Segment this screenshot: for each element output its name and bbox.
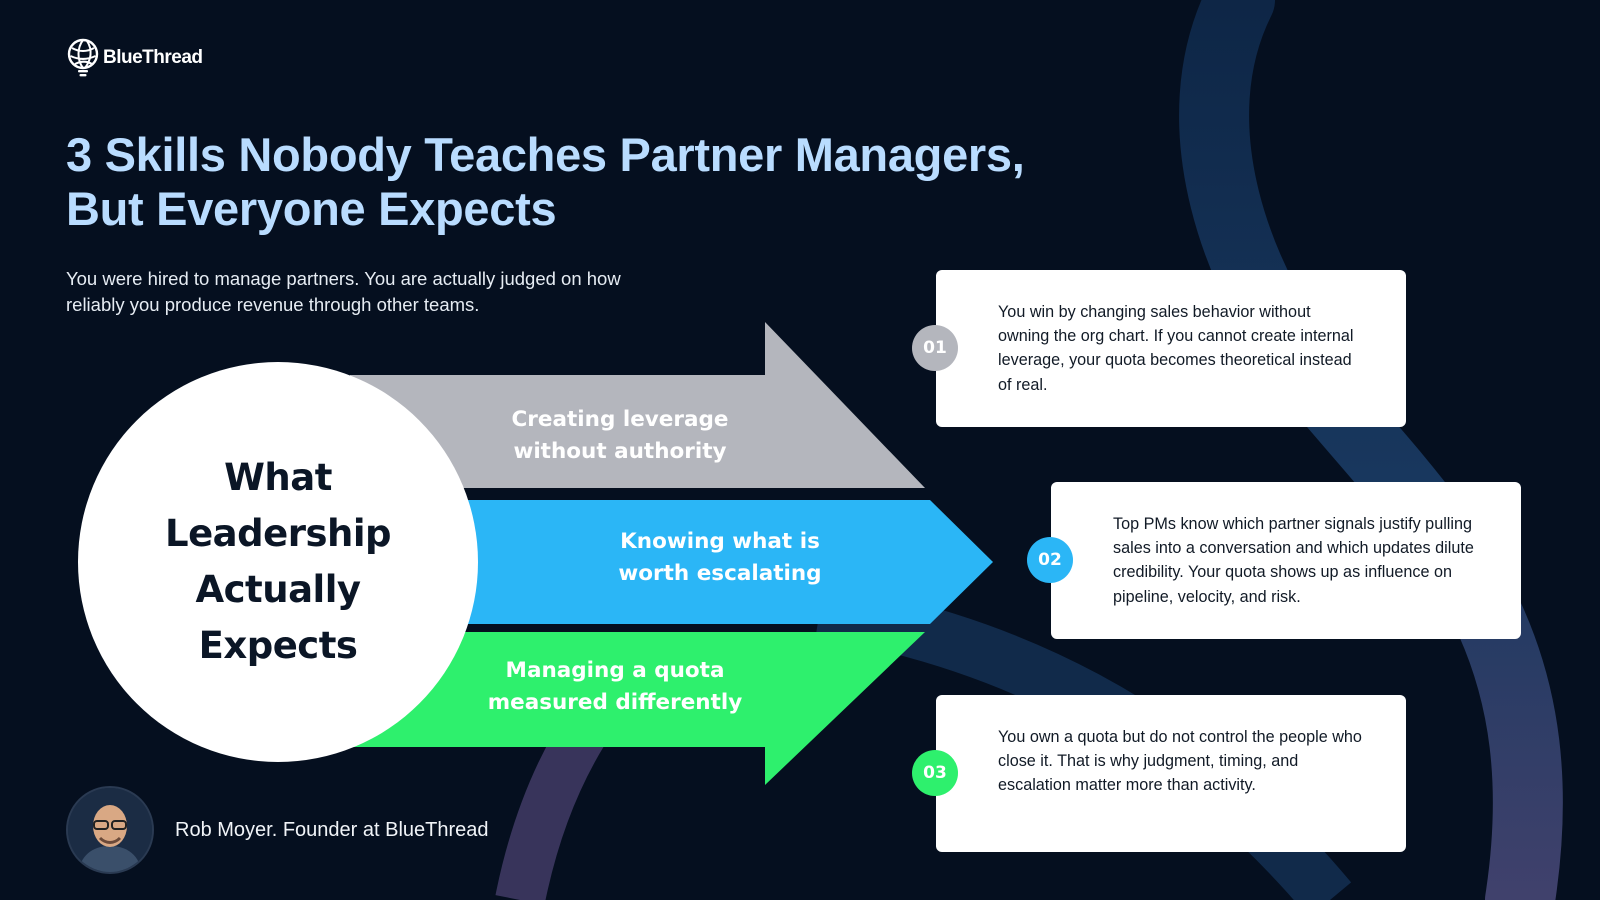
skill-badge-1: 01 xyxy=(912,325,958,371)
arrow-3-label: Managing a quota measured differently xyxy=(465,655,765,719)
author-block: Rob Moyer. Founder at BlueThread xyxy=(66,786,489,874)
arrow-1-label: Creating leverage without authority xyxy=(470,404,770,468)
arrow-3-shape xyxy=(350,632,925,785)
arrow-1-shape xyxy=(350,322,925,488)
brand-name: BlueThread xyxy=(103,47,203,68)
skill-badge-2: 02 xyxy=(1027,537,1073,583)
globe-bulb-icon xyxy=(67,38,99,77)
skill-card-3-text: You own a quota but do not control the p… xyxy=(998,728,1362,795)
arrow-2-label-line-2: worth escalating xyxy=(618,561,822,586)
skill-card-2-text: Top PMs know which partner signals justi… xyxy=(1113,515,1474,606)
skill-card-2: Top PMs know which partner signals justi… xyxy=(1051,482,1521,639)
skill-card-1-text: You win by changing sales behavior witho… xyxy=(998,303,1354,394)
author-name: Rob Moyer. Founder at BlueThread xyxy=(175,818,489,841)
center-line-1: What xyxy=(224,456,332,499)
center-line-3: Actually xyxy=(195,568,361,611)
person-photo-icon xyxy=(68,788,152,872)
center-line-4: Expects xyxy=(198,624,358,667)
subtitle-line-1: You were hired to manage partners. You a… xyxy=(66,268,621,289)
page-subtitle: You were hired to manage partners. You a… xyxy=(66,266,706,318)
center-circle xyxy=(78,362,478,762)
avatar xyxy=(66,786,154,874)
title-line-2: But Everyone Expects xyxy=(66,182,557,235)
arrow-2-label: Knowing what is worth escalating xyxy=(570,526,870,590)
page-title: 3 Skills Nobody Teaches Partner Managers… xyxy=(66,128,1166,236)
arrow-2-shape xyxy=(460,500,993,624)
arrow-2-label-line-1: Knowing what is xyxy=(620,529,820,554)
arrow-1-label-line-2: without authority xyxy=(513,439,727,464)
skill-card-1: You win by changing sales behavior witho… xyxy=(936,270,1406,427)
title-line-1: 3 Skills Nobody Teaches Partner Managers… xyxy=(66,128,1025,181)
skill-badge-3: 03 xyxy=(912,750,958,796)
center-line-2: Leadership xyxy=(165,512,392,555)
skill-card-3: You own a quota but do not control the p… xyxy=(936,695,1406,852)
subtitle-line-2: reliably you produce revenue through oth… xyxy=(66,294,480,315)
brand-logo[interactable]: BlueThread xyxy=(67,38,203,78)
arrow-1-label-line-1: Creating leverage xyxy=(511,407,729,432)
arrow-3-label-line-2: measured differently xyxy=(487,690,743,715)
arrow-3-label-line-1: Managing a quota xyxy=(505,658,725,683)
center-circle-text: What Leadership Actually Expects xyxy=(78,450,478,674)
